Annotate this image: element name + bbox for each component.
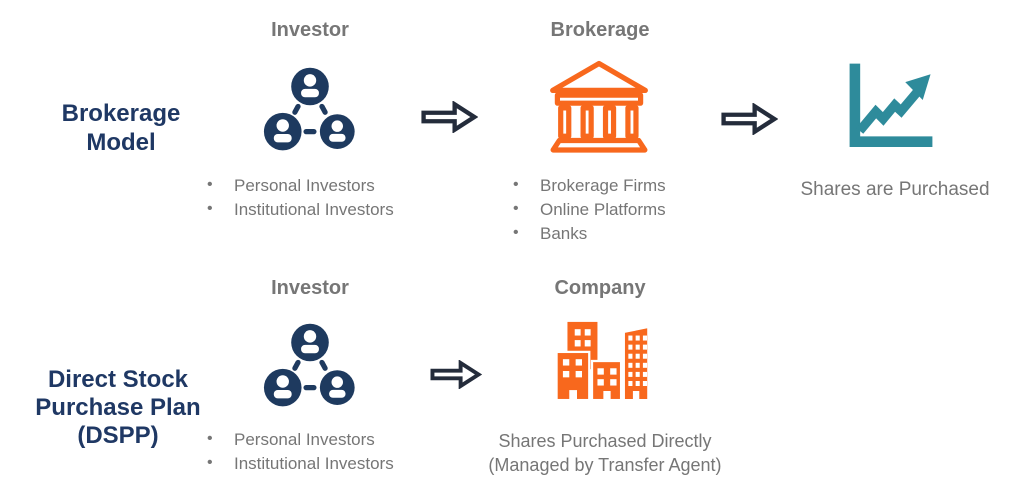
- brokerage-model-title-line1: Brokerage: [61, 100, 181, 127]
- brokerage-model-title: Brokerage Model: [26, 99, 216, 157]
- brokerage-model-title-line2: Model: [86, 129, 156, 156]
- row2-company-heading: Company: [554, 277, 646, 299]
- line-chart-up-icon: [845, 60, 937, 152]
- right-arrow-icon: [420, 101, 478, 133]
- people-network-icon: [263, 322, 357, 410]
- row2-company-caption: Shares Purchased Directly (Managed by Tr…: [480, 429, 730, 477]
- dspp-title-line3: (DSPP): [77, 422, 159, 449]
- bullet-item: Institutional Investors: [204, 197, 439, 222]
- bullet-item: Banks: [510, 221, 745, 246]
- bullet-item: Personal Investors: [204, 427, 439, 452]
- row1-brokerage-bullets: Brokerage Firms Online Platforms Banks: [510, 173, 745, 246]
- people-network-icon: [263, 66, 357, 154]
- dspp-title-line1: Direct Stock: [47, 366, 189, 393]
- row1-investor-heading: Investor: [271, 19, 349, 41]
- right-arrow-icon: [720, 103, 778, 135]
- company-caption-line2: (Managed by Transfer Agent): [488, 455, 722, 475]
- row1-outcome-caption: Shares are Purchased: [800, 179, 990, 200]
- bullet-item: Brokerage Firms: [510, 173, 745, 198]
- row2-investor-heading: Investor: [271, 277, 349, 299]
- bullet-item: Institutional Investors: [204, 451, 439, 476]
- row1-investor-bullets: Personal Investors Institutional Investo…: [204, 173, 439, 222]
- bullet-item: Personal Investors: [204, 173, 439, 198]
- buildings-icon: [552, 321, 652, 401]
- dspp-title: Direct Stock Purchase Plan (DSPP): [18, 366, 218, 450]
- right-arrow-icon: [428, 360, 483, 389]
- dspp-title-line2: Purchase Plan: [35, 394, 201, 421]
- row2-investor-bullets: Personal Investors Institutional Investo…: [204, 427, 439, 476]
- row1-brokerage-heading: Brokerage: [550, 19, 650, 41]
- bank-icon: [547, 57, 651, 155]
- bullet-item: Online Platforms: [510, 197, 745, 222]
- company-caption-line1: Shares Purchased Directly: [498, 431, 712, 451]
